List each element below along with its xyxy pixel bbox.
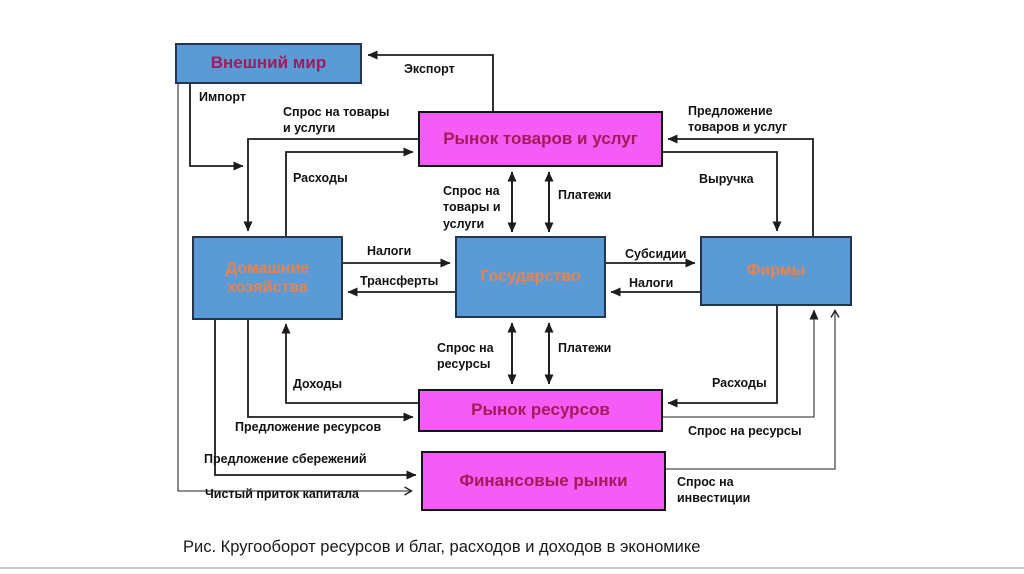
label-revenue: Выручка (699, 172, 754, 186)
arrow-income (281, 323, 418, 404)
arrow-export (367, 50, 494, 111)
label-supply-savings: Предложение сбережений (204, 452, 367, 466)
label-demand-investments: Спрос на инвестиции (677, 475, 751, 506)
label-expenses-left: Расходы (293, 171, 348, 185)
figure-caption: Рис. Кругооборот ресурсов и благ, расход… (183, 538, 701, 556)
arrow-supply-savings (214, 320, 417, 480)
label-supply-resources: Предложение ресурсов (235, 420, 382, 434)
label-demand-goods-left: Спрос на товары и услуги (283, 105, 390, 136)
node-government: Государство (455, 236, 606, 318)
label-taxes-households: Налоги (367, 244, 412, 258)
arrow-demand-investments (666, 309, 840, 470)
arrow-supply-resources (247, 320, 414, 422)
arrow-import (189, 84, 244, 171)
arrow-demand-goods-households (243, 138, 418, 232)
label-payments-top: Платежи (558, 188, 612, 202)
label-taxes-firms: Налоги (629, 276, 674, 290)
node-goods-market: Рынок товаров и услуг (418, 111, 663, 167)
node-resource-market: Рынок ресурсов (418, 389, 663, 432)
node-firms: Фирмы (700, 236, 852, 306)
label-import: Импорт (199, 90, 247, 104)
label-demand-goods-mid: Спрос на товары и услуги (443, 184, 501, 231)
arrow-net-capital-inflow (177, 84, 413, 496)
label-supply-goods: Предложение товаров и услуг (688, 104, 788, 135)
bottom-divider (0, 567, 1024, 569)
arrow-supply-goods (667, 134, 814, 236)
arrow-expenses-households (285, 147, 414, 236)
node-financial-markets: Финансовые рынки (421, 451, 666, 511)
label-transfers: Трансферты (360, 274, 439, 288)
label-export: Экспорт (404, 62, 455, 76)
label-expenses-right: Расходы (712, 376, 767, 390)
label-subsidies: Субсидии (625, 247, 687, 261)
arrow-revenue (663, 151, 782, 232)
label-net-capital-inflow: Чистый приток капитала (205, 487, 359, 501)
node-external-world: Внешний мир (175, 43, 362, 84)
node-households: Домашние хозяйства (192, 236, 343, 320)
label-payments-bottom: Платежи (558, 341, 612, 355)
arrow-expenses-firms (667, 306, 778, 408)
label-demand-resources-right: Спрос на ресурсы (688, 424, 802, 438)
arrow-demand-resources-firms (663, 309, 819, 418)
label-demand-resources-mid: Спрос на ресурсы (437, 341, 494, 372)
label-income: Доходы (293, 377, 343, 391)
